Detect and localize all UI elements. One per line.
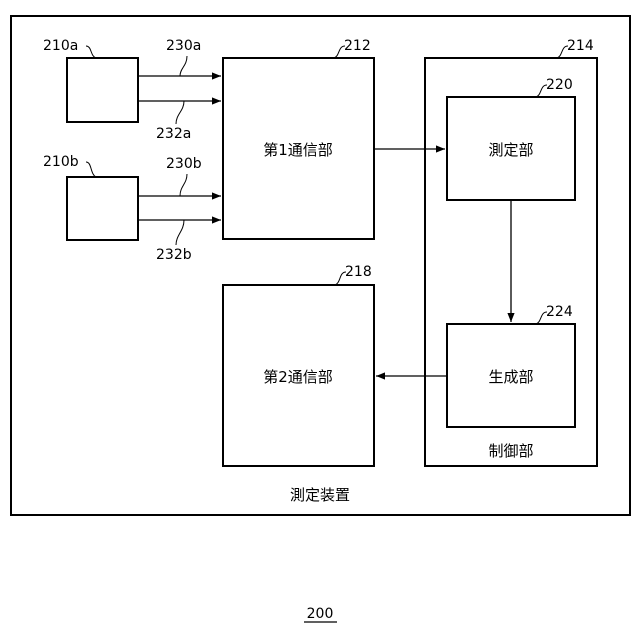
control-ref: 214	[567, 38, 594, 54]
signal-230b-ref: 230b	[166, 156, 202, 172]
generate-ref: 224	[546, 304, 573, 320]
second-comm-label: 第2通信部	[263, 368, 333, 386]
measurement-device-label: 測定装置	[290, 486, 350, 504]
control-label: 制御部	[488, 442, 533, 460]
signal-232a-ref: 232a	[156, 126, 191, 142]
generate-label: 生成部	[488, 368, 533, 386]
signal-232b-leader	[176, 220, 184, 245]
signal-230b-leader	[180, 174, 187, 196]
first-comm-ref: 212	[344, 38, 371, 54]
sensor-a-block	[67, 58, 138, 122]
signal-230a-leader	[180, 56, 187, 76]
figure-number: 200	[307, 606, 334, 622]
signal-232a-leader	[176, 101, 184, 124]
signal-232b-ref: 232b	[156, 247, 192, 263]
measure-label: 測定部	[488, 141, 533, 159]
measure-ref: 220	[546, 77, 573, 93]
first-comm-label: 第1通信部	[263, 141, 333, 159]
sensor-b-leader	[86, 162, 96, 177]
second-comm-ref: 218	[345, 264, 372, 280]
sensor-a-leader	[86, 46, 96, 58]
sensor-b-block	[67, 177, 138, 240]
signal-230a-ref: 230a	[166, 38, 201, 54]
sensor-b-ref: 210b	[43, 154, 79, 170]
sensor-a-ref: 210a	[43, 38, 78, 54]
